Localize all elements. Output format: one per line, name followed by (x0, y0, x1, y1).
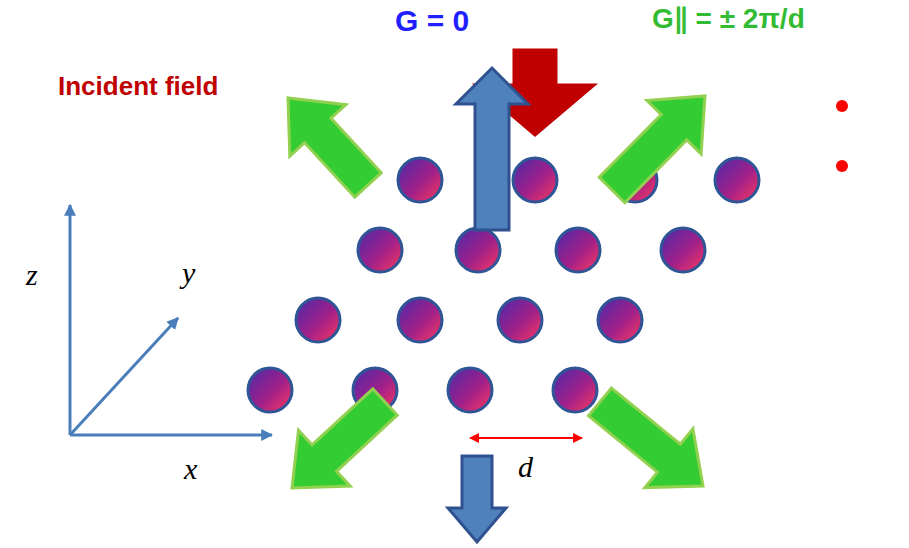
atom-circle (715, 158, 759, 202)
order-label: G∥ = ± 2π/d (652, 4, 805, 35)
diffracted-arrow (292, 389, 397, 488)
diffracted-arrow (599, 96, 705, 203)
atom-circle (358, 228, 402, 272)
specular-arrow (456, 68, 528, 230)
axis-label: y (182, 256, 195, 289)
atom-circle (296, 298, 340, 342)
spacing-label: d (518, 450, 533, 483)
axis-line (69, 205, 72, 435)
diffracted-arrow (589, 388, 703, 488)
atom-circle (398, 298, 442, 342)
atom-circle (661, 228, 705, 272)
atom-circle (598, 298, 642, 342)
atom-circle (513, 158, 557, 202)
axis-line (70, 434, 272, 437)
bullet-dot (836, 160, 848, 172)
spacing-arrow (470, 437, 582, 439)
axis-line (70, 318, 178, 435)
atom-circle (448, 368, 492, 412)
diffracted-arrow (288, 98, 381, 197)
atom-circle (248, 368, 292, 412)
axis-label: x (184, 452, 197, 485)
axis-label: z (26, 258, 38, 291)
atom-circle (456, 228, 500, 272)
bullet-dot (836, 100, 848, 112)
incident-label: Incident field (58, 72, 218, 101)
order-label: G = 0 (395, 4, 469, 37)
atom-circle (498, 298, 542, 342)
atom-circle (556, 228, 600, 272)
transmitted-arrow (448, 456, 506, 542)
atom-circle (553, 368, 597, 412)
atom-circle (398, 158, 442, 202)
